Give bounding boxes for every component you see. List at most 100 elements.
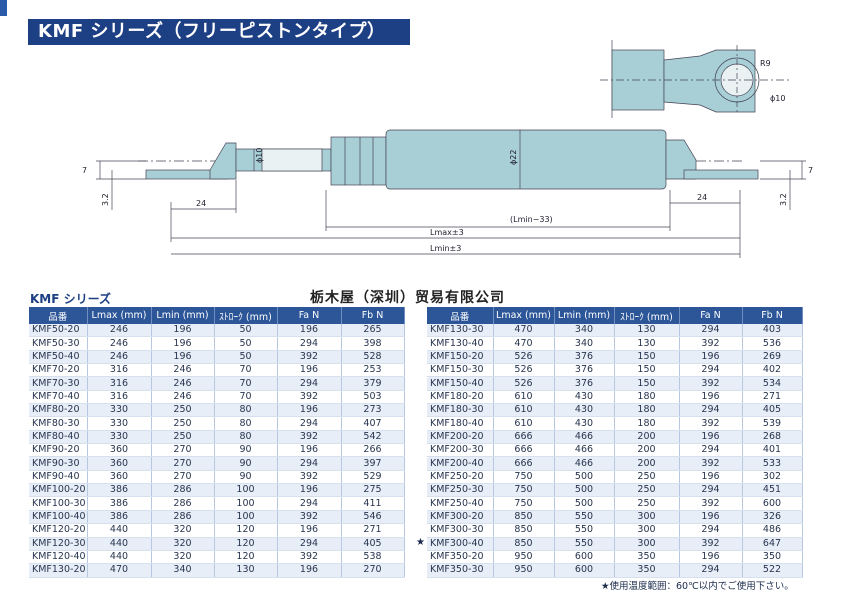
value-cell: 360 — [87, 456, 152, 471]
part-number-cell: KMF250-40 — [427, 496, 494, 511]
value-cell: 392 — [277, 350, 342, 365]
value-cell: 533 — [742, 456, 803, 471]
value-cell: 376 — [554, 376, 615, 391]
value-cell: 326 — [742, 510, 803, 525]
value-cell: 466 — [554, 430, 615, 445]
value-cell: 392 — [679, 496, 743, 511]
value-cell: 376 — [554, 350, 615, 365]
value-cell: 294 — [277, 496, 342, 511]
value-cell: 100 — [214, 483, 278, 498]
value-cell: 500 — [554, 496, 615, 511]
part-number-cell: KMF200-20 — [427, 430, 494, 445]
value-cell: 200 — [614, 443, 680, 458]
value-cell: 196 — [277, 403, 342, 418]
value-cell: 196 — [277, 523, 342, 538]
value-cell: 70 — [214, 363, 278, 378]
part-number-cell: KMF200-30 — [427, 443, 494, 458]
value-cell: 250 — [151, 430, 215, 445]
column-header: Lmin (mm) — [554, 307, 615, 324]
value-cell: 253 — [341, 363, 405, 378]
value-cell: 600 — [554, 563, 615, 578]
value-cell: 666 — [493, 430, 555, 445]
value-cell: 80 — [214, 403, 278, 418]
value-cell: 246 — [151, 390, 215, 405]
value-cell: 250 — [151, 416, 215, 431]
part-number-cell: KMF350-30 — [427, 563, 494, 578]
value-cell: 286 — [151, 496, 215, 511]
value-cell: 398 — [341, 336, 405, 351]
footnote: ★使用温度範囲：60℃以内でご使用下さい。 — [601, 581, 794, 592]
dim-7-left: 7 — [82, 166, 87, 175]
value-cell: 120 — [214, 550, 278, 565]
value-cell: 850 — [493, 523, 555, 538]
value-cell: 294 — [679, 363, 743, 378]
value-cell: 270 — [151, 470, 215, 485]
value-cell: 120 — [214, 537, 278, 551]
part-number-cell: KMF150-30 — [427, 363, 494, 378]
value-cell: 440 — [87, 550, 152, 565]
value-cell: 392 — [277, 510, 342, 525]
dim-r9: R9 — [760, 59, 771, 68]
part-number-cell: KMF200-40 — [427, 456, 494, 471]
value-cell: 196 — [277, 443, 342, 458]
value-cell: 330 — [87, 416, 152, 431]
value-cell: 610 — [493, 403, 555, 418]
value-cell: 550 — [554, 523, 615, 538]
part-number-cell: KMF50-20 — [29, 324, 88, 338]
value-cell: 271 — [742, 390, 803, 405]
value-cell: 196 — [679, 550, 743, 565]
part-number-cell: KMF80-40 — [29, 430, 88, 445]
part-number-cell: KMF300-40 — [427, 537, 494, 551]
part-number-cell: KMF150-20 — [427, 350, 494, 365]
page-title: KMF シリーズ（フリーピストンタイプ） — [28, 19, 410, 45]
corner-accent — [0, 0, 7, 16]
part-number-cell: KMF90-40 — [29, 470, 88, 485]
value-cell: 500 — [554, 483, 615, 498]
value-cell: 405 — [341, 537, 405, 551]
value-cell: 270 — [151, 456, 215, 471]
value-cell: 294 — [277, 376, 342, 391]
value-cell: 402 — [742, 363, 803, 378]
value-cell: 294 — [277, 537, 342, 551]
value-cell: 392 — [679, 376, 743, 391]
part-number-cell: KMF250-20 — [427, 470, 494, 485]
dim-phi10-rod: ϕ10 — [255, 148, 264, 163]
value-cell: 550 — [554, 510, 615, 525]
value-cell: 451 — [742, 483, 803, 498]
value-cell: 196 — [277, 563, 342, 578]
value-cell: 120 — [214, 523, 278, 538]
value-cell: 392 — [277, 550, 342, 565]
column-header: Fb N — [341, 307, 405, 324]
value-cell: 330 — [87, 430, 152, 445]
value-cell: 522 — [742, 563, 803, 578]
value-cell: 180 — [614, 390, 680, 405]
value-cell: 302 — [742, 470, 803, 485]
value-cell: 200 — [614, 430, 680, 445]
value-cell: 850 — [493, 537, 555, 551]
value-cell: 350 — [614, 563, 680, 578]
value-cell: 294 — [679, 563, 743, 578]
value-cell: 294 — [277, 456, 342, 471]
value-cell: 150 — [614, 363, 680, 378]
value-cell: 300 — [614, 510, 680, 525]
value-cell: 70 — [214, 376, 278, 391]
value-cell: 360 — [87, 470, 152, 485]
value-cell: 294 — [679, 324, 743, 338]
part-number-cell: KMF180-20 — [427, 390, 494, 405]
value-cell: 750 — [493, 496, 555, 511]
dim-lmin: Lmin±3 — [430, 244, 461, 253]
